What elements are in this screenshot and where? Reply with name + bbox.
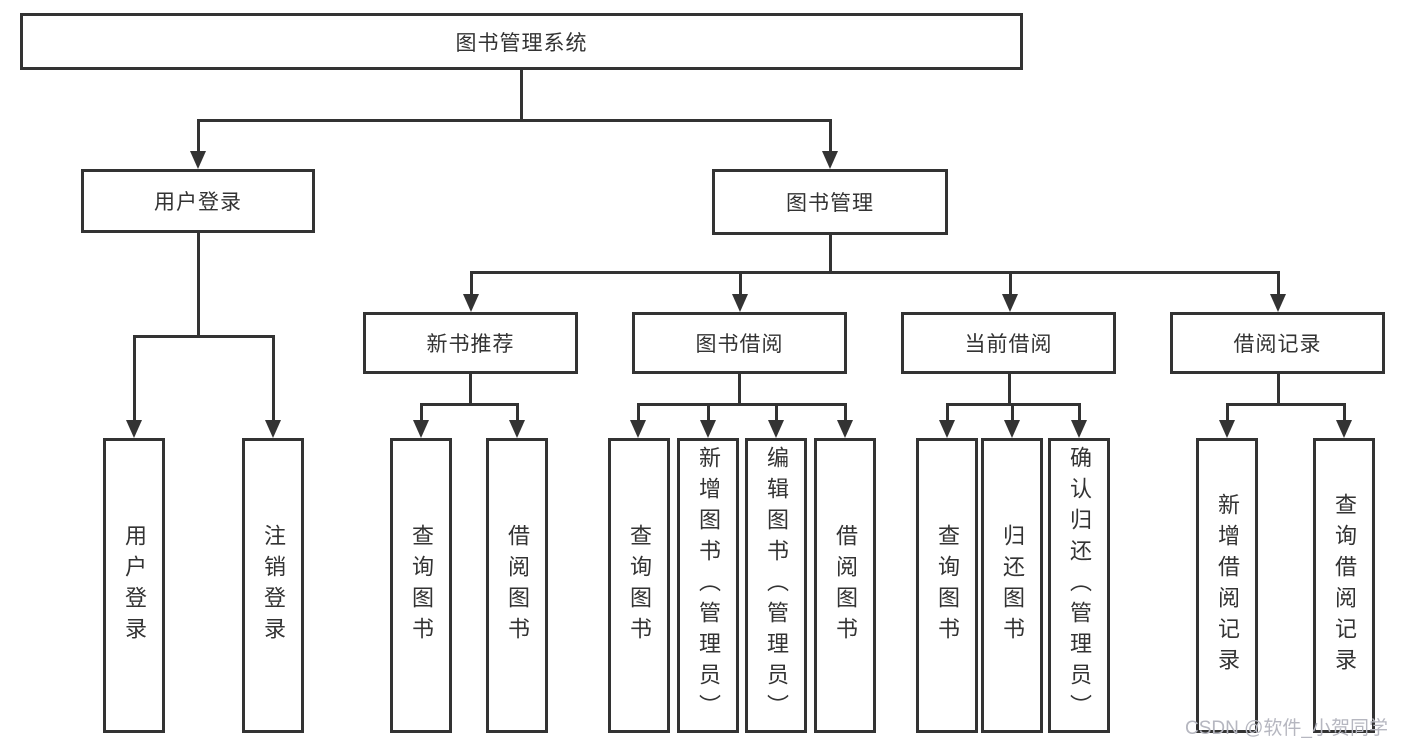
leaf-logout: 注销登录	[242, 438, 304, 733]
arrowhead-leaf-p3-icon	[413, 420, 429, 438]
leaf-return-book: 归还图书	[981, 438, 1043, 733]
connector-to-leaf-p8	[844, 403, 847, 422]
node-book-management-label: 图书管理	[786, 192, 874, 215]
connector-to-leaf-p3	[420, 403, 423, 422]
node-book-management: 图书管理	[712, 169, 948, 235]
connector-to-book-management	[829, 119, 832, 155]
arrowhead-leaf-p12-icon	[1219, 420, 1235, 438]
arrowhead-new-book-icon	[463, 294, 479, 312]
leaf-logout-label: 注销登录	[261, 523, 286, 648]
leaf-user-login: 用户登录	[103, 438, 165, 733]
connector-to-user-login	[197, 119, 200, 155]
leaf-query-book-current-label: 查询图书	[935, 523, 960, 648]
connector-to-leaf-p7	[775, 403, 778, 422]
node-user-login-label: 用户登录	[154, 191, 242, 214]
node-current-borrow-label: 当前借阅	[964, 333, 1053, 356]
arrowhead-leaf-p10-icon	[1004, 420, 1020, 438]
connector-user-login-bar	[133, 335, 275, 338]
arrowhead-book-management-icon	[822, 151, 838, 169]
leaf-return-book-label: 归还图书	[1000, 523, 1025, 648]
arrowhead-current-borrow-icon	[1002, 294, 1018, 312]
leaf-query-book-recommend-label: 查询图书	[409, 523, 434, 648]
connector-new-book-bar	[420, 403, 519, 406]
leaf-query-book-borrow-label: 查询图书	[627, 523, 652, 648]
connector-to-leaf-p4	[516, 403, 519, 422]
leaf-user-login-label: 用户登录	[122, 523, 147, 648]
arrowhead-leaf-user-login-icon	[126, 420, 142, 438]
connector-to-book-borrow	[739, 271, 742, 298]
leaf-query-book-current: 查询图书	[916, 438, 978, 733]
node-borrow-record-label: 借阅记录	[1233, 333, 1322, 356]
node-current-borrow: 当前借阅	[901, 312, 1116, 374]
leaf-query-borrow-record-label: 查询借阅记录	[1332, 492, 1357, 679]
connector-new-book-stem	[469, 374, 472, 403]
arrowhead-leaf-p5-icon	[630, 420, 646, 438]
arrowhead-user-login-icon	[190, 151, 206, 169]
leaf-confirm-return-admin: 确认归还（管理员）	[1048, 438, 1110, 733]
arrowhead-leaf-p9-icon	[939, 420, 955, 438]
connector-user-login-stem	[197, 233, 200, 335]
arrowhead-borrow-record-icon	[1270, 294, 1286, 312]
connector-to-leaf-p9	[946, 403, 949, 422]
node-new-book-recommend: 新书推荐	[363, 312, 578, 374]
leaf-borrow-book-recommend: 借阅图书	[486, 438, 548, 733]
leaf-add-borrow-record: 新增借阅记录	[1196, 438, 1258, 733]
leaf-query-book-recommend: 查询图书	[390, 438, 452, 733]
connector-book-management-stem	[829, 235, 832, 271]
leaf-borrow-book: 借阅图书	[814, 438, 876, 733]
leaf-edit-book-admin: 编辑图书（管理员）	[745, 438, 807, 733]
leaf-add-book-admin: 新增图书（管理员）	[677, 438, 739, 733]
connector-to-leaf-p5	[637, 403, 640, 422]
arrowhead-leaf-logout-icon	[265, 420, 281, 438]
connector-book-borrow-stem	[738, 374, 741, 403]
node-new-book-recommend-label: 新书推荐	[426, 333, 515, 356]
node-root: 图书管理系统	[20, 13, 1023, 70]
connector-root-stem	[520, 70, 523, 119]
connector-to-leaf-p12	[1226, 403, 1229, 422]
leaf-borrow-book-label: 借阅图书	[833, 523, 858, 648]
connector-to-leaf-p6	[707, 403, 710, 422]
connector-to-leaf-p10	[1011, 403, 1014, 422]
arrowhead-leaf-p11-icon	[1071, 420, 1087, 438]
connector-to-new-book	[470, 271, 473, 298]
leaf-add-book-admin-label: 新增图书（管理员）	[696, 446, 721, 725]
connector-to-leaf-p13	[1343, 403, 1346, 422]
node-book-borrow: 图书借阅	[632, 312, 847, 374]
node-book-borrow-label: 图书借阅	[695, 333, 784, 356]
connector-to-leaf-logout	[272, 335, 275, 422]
arrowhead-leaf-p6-icon	[700, 420, 716, 438]
connector-to-leaf-user-login	[133, 335, 136, 422]
connector-borrow-record-stem	[1277, 374, 1280, 403]
connector-to-leaf-p11	[1078, 403, 1081, 422]
leaf-borrow-book-recommend-label: 借阅图书	[505, 523, 530, 648]
connector-borrow-record-bar	[1226, 403, 1346, 406]
leaf-query-borrow-record: 查询借阅记录	[1313, 438, 1375, 733]
leaf-confirm-return-admin-label: 确认归还（管理员）	[1067, 446, 1092, 725]
connector-book-borrow-bar	[637, 403, 846, 406]
leaf-add-borrow-record-label: 新增借阅记录	[1215, 492, 1240, 679]
leaf-query-book-borrow: 查询图书	[608, 438, 670, 733]
node-borrow-record: 借阅记录	[1170, 312, 1385, 374]
connector-current-borrow-stem	[1008, 374, 1011, 403]
connector-to-borrow-record	[1277, 271, 1280, 298]
arrowhead-leaf-p4-icon	[509, 420, 525, 438]
watermark: CSDN @软件_小贺同学	[1185, 718, 1388, 739]
connector-to-current-borrow	[1009, 271, 1012, 298]
arrowhead-leaf-p13-icon	[1336, 420, 1352, 438]
connector-root-bar	[197, 119, 831, 122]
arrowhead-leaf-p8-icon	[837, 420, 853, 438]
node-root-label: 图书管理系统	[455, 31, 588, 55]
arrowhead-book-borrow-icon	[732, 294, 748, 312]
arrowhead-leaf-p7-icon	[768, 420, 784, 438]
node-user-login: 用户登录	[81, 169, 315, 233]
leaf-edit-book-admin-label: 编辑图书（管理员）	[764, 446, 789, 725]
connector-book-management-bar	[470, 271, 1280, 274]
